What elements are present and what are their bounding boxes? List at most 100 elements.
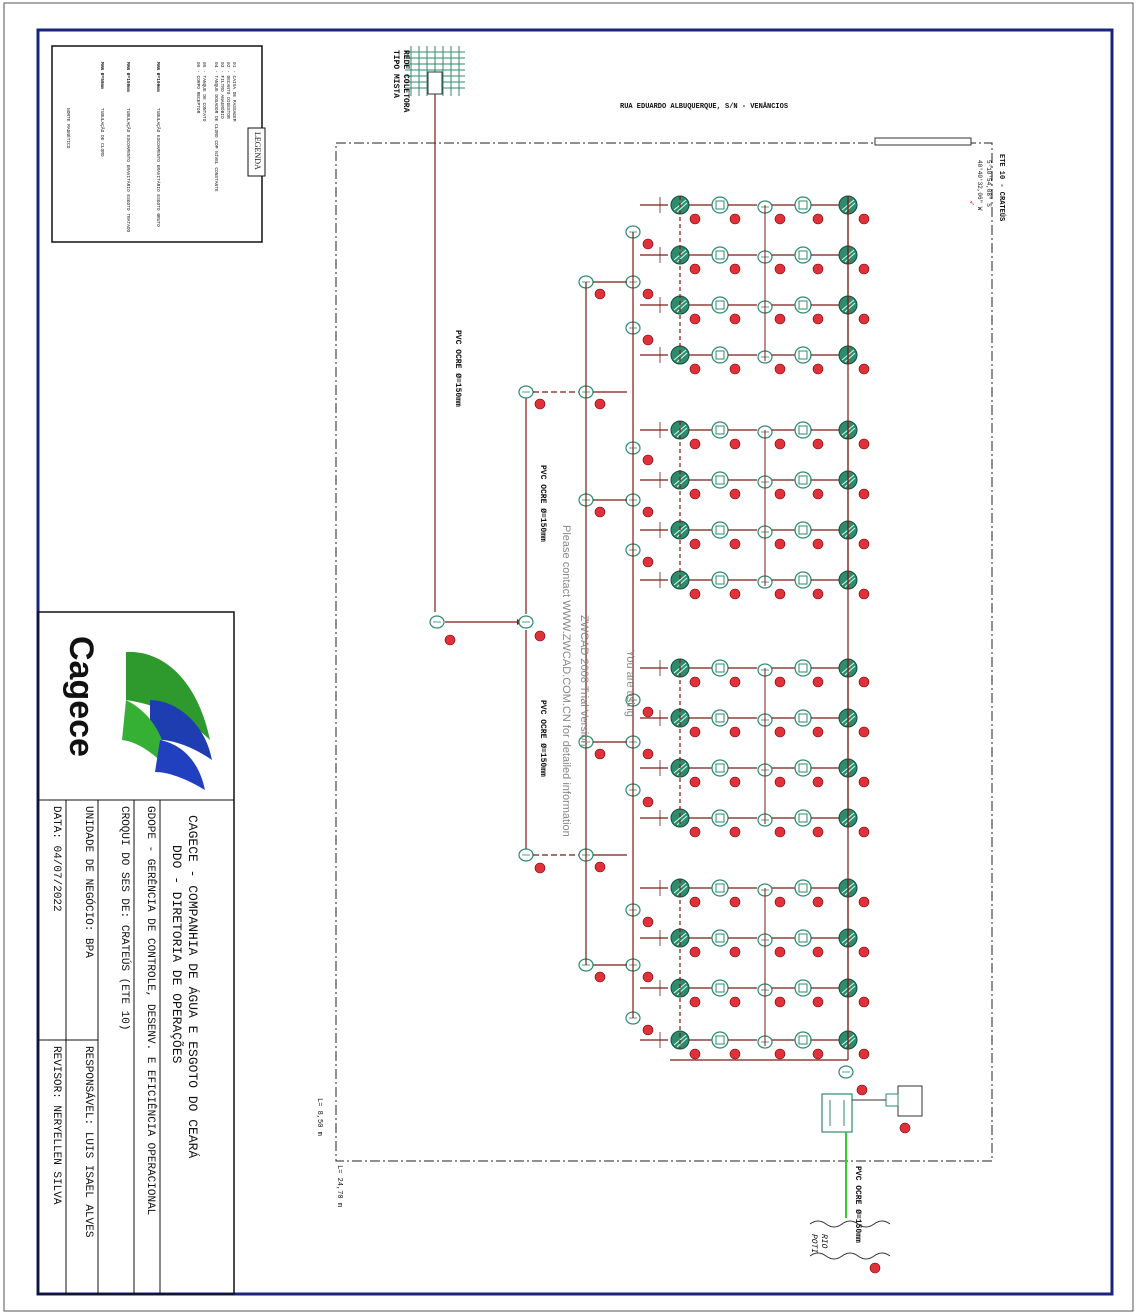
network-label-2: TIPO MISTA: [391, 50, 400, 99]
unit-number-badge: [729, 263, 741, 275]
title-reviewer: REVISOR: NERYELLEN SILVA: [50, 1046, 62, 1205]
digester-hatch: [844, 985, 856, 996]
unit-number-badge: [642, 971, 654, 983]
unit-number-badge: [729, 488, 741, 500]
title-department: GDOPE - GERÊNCIA DE CONTROLE, DESENV. E …: [144, 806, 156, 1216]
unit-number-badge: [856, 1084, 868, 1096]
unit-number-badge: [642, 288, 654, 300]
unit-number-badge: [774, 213, 786, 225]
unit-number-badge: [812, 676, 824, 688]
page-border: [3, 2, 1134, 1312]
unit-number-badge: [812, 1048, 824, 1060]
digester-hatch: [673, 349, 687, 361]
filter-core: [715, 1035, 725, 1045]
filter-core: [798, 525, 808, 535]
unit-number-badge: [869, 1262, 881, 1274]
unit-number-badge: [642, 334, 654, 346]
filter-core: [798, 300, 808, 310]
digester-hatch: [676, 577, 688, 588]
unit-number-badge: [858, 263, 870, 275]
filter-core: [798, 813, 808, 823]
filter-core: [798, 475, 808, 485]
filter-core: [715, 575, 725, 585]
unit-number-badge: [812, 213, 824, 225]
legend-line-text-2: TUBULAÇÃO ESCOAMENTO GRAVITÁRIO ESGOTO T…: [125, 108, 130, 233]
coord-lon: 40°40'32,06" W: [976, 160, 983, 211]
digester-hatch: [676, 427, 688, 438]
unit-number-badge: [689, 213, 701, 225]
digester-hatch: [844, 477, 856, 488]
filter-core: [715, 883, 725, 893]
unit-number-badge: [812, 488, 824, 500]
unit-number-badge: [729, 213, 741, 225]
unit-number-badge: [858, 313, 870, 325]
legend-unit-3: 03 - FILTRO ANAERÓBIO: [219, 62, 224, 119]
unit-number-badge: [642, 748, 654, 760]
filter-core: [798, 763, 808, 773]
unit-number-badge: [594, 971, 606, 983]
unit-number-badge: [774, 776, 786, 788]
unit-number-badge: [858, 826, 870, 838]
unit-number-badge: [858, 676, 870, 688]
unit-number-badge: [774, 538, 786, 550]
digester-hatch: [676, 885, 688, 896]
filter-core: [798, 1035, 808, 1045]
digester-hatch: [676, 302, 688, 313]
street-label: RUA EDUARDO ALBUQUERQUE, S/N - VENÂNCIOS: [620, 103, 789, 111]
unit-number-badge: [689, 488, 701, 500]
filter-core: [715, 425, 725, 435]
unit-number-badge: [689, 996, 701, 1008]
river-outfall: [809, 1220, 891, 1260]
cagece-logo: [122, 651, 212, 790]
pipe-outlet-label: PVC OCRE Ø=150mm: [853, 1166, 862, 1243]
title-directorate: DDO - DIRETORIA DE OPERAÇÕES: [169, 845, 184, 1064]
watermark-line-3: Please contact WWW.ZWCAD.COM.CN for deta…: [560, 525, 572, 837]
digester-hatch: [844, 302, 856, 313]
legend-line-code-2: MAN Ø=100mm: [125, 62, 130, 92]
chlorine-valve: [885, 1093, 899, 1107]
filter-core: [798, 663, 808, 673]
digester-hatch: [676, 815, 688, 826]
legend-unit-5: 05 - TANQUE DE CONTATO: [201, 62, 206, 122]
unit-number-badge: [689, 538, 701, 550]
unit-number-badge: [642, 556, 654, 568]
filter-core: [715, 300, 725, 310]
site-boundary: [335, 142, 993, 1162]
unit-number-badge: [729, 726, 741, 738]
filter-core: [715, 200, 725, 210]
filter-core: [715, 933, 725, 943]
unit-number-badge: [642, 796, 654, 808]
unit-number-badge: [689, 1048, 701, 1060]
unit-number-badge: [594, 748, 606, 760]
unit-number-badge: [812, 826, 824, 838]
unit-number-badge: [729, 1048, 741, 1060]
legend-unit-1: 01 - CAIXA DE PASSAGEM: [231, 62, 236, 122]
digester-hatch: [676, 935, 688, 946]
filter-core: [798, 883, 808, 893]
digester-hatch: [676, 715, 688, 726]
dimension-width: L= 8,50 m: [315, 1098, 323, 1136]
digester-hatch: [844, 577, 856, 588]
digester-hatch: [844, 427, 856, 438]
coord-lat: 5°10'54,08" S: [985, 160, 992, 207]
unit-number-badge: [858, 946, 870, 958]
process-diagram: [405, 46, 923, 1274]
filter-core: [798, 933, 808, 943]
unit-number-badge: [812, 776, 824, 788]
unit-number-badge: [774, 438, 786, 450]
unit-number-badge: [534, 630, 546, 642]
unit-number-badge: [899, 1122, 911, 1134]
chlorine-doser: [897, 1085, 923, 1117]
filter-core: [715, 350, 725, 360]
filter-core: [798, 350, 808, 360]
unit-number-badge: [689, 263, 701, 275]
unit-number-badge: [774, 588, 786, 600]
unit-number-badge: [534, 862, 546, 874]
logo-text: Cagece: [62, 636, 100, 757]
unit-number-badge: [774, 826, 786, 838]
legend-line-text-1: TUBULAÇÃO ESCOAMENTO GRAVITÁRIO ESGOTO B…: [155, 108, 160, 227]
legend-line-text-3: TUBULAÇÃO DE CLORO: [99, 108, 104, 157]
unit-number-badge: [774, 896, 786, 908]
unit-number-badge: [534, 398, 546, 410]
